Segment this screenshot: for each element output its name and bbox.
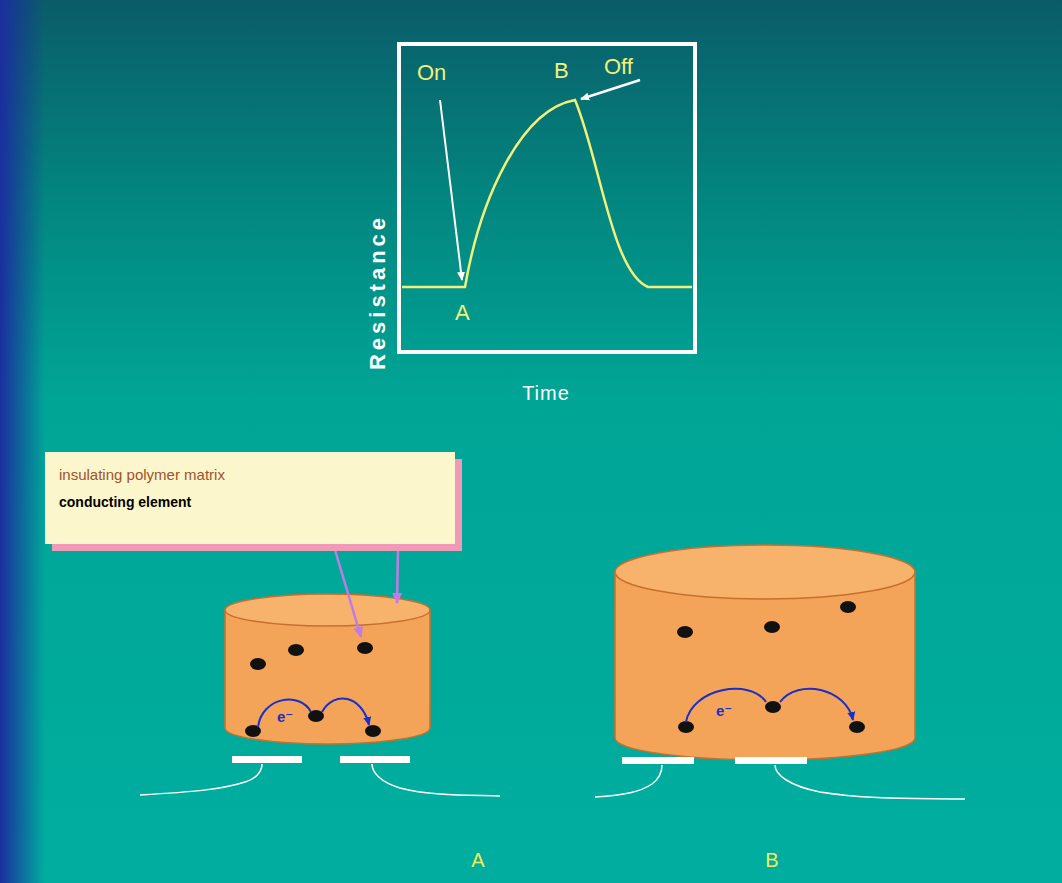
chart-label: On bbox=[417, 60, 446, 86]
chart-frame: On B OffA bbox=[397, 42, 697, 354]
legend-callout: insulating polymer matrix conducting elem… bbox=[45, 452, 455, 544]
on-pointer bbox=[440, 100, 462, 280]
polymer-cylinder-b bbox=[615, 545, 915, 760]
electrodes bbox=[232, 756, 807, 764]
state-label: A bbox=[471, 849, 484, 872]
axis-label: Time bbox=[522, 382, 570, 405]
cylinder-a: e⁻ bbox=[222, 590, 434, 748]
polymer-cylinder-a bbox=[225, 594, 430, 744]
electron-label: e⁻ bbox=[716, 702, 732, 720]
chart-label: Off bbox=[604, 54, 633, 80]
leader-arrow bbox=[397, 550, 398, 603]
axis-label: Resistance bbox=[365, 214, 391, 370]
cylinder-b: e⁻ bbox=[612, 543, 918, 765]
off-pointer bbox=[581, 80, 640, 99]
chart-label: A bbox=[455, 300, 470, 326]
wires bbox=[140, 764, 965, 799]
chart-label: B bbox=[554, 58, 569, 84]
state-label: B bbox=[765, 849, 778, 872]
resistance-curve bbox=[402, 100, 692, 287]
leader-arrow bbox=[335, 550, 361, 637]
callout-text: conducting element bbox=[59, 494, 191, 510]
electron-label: e⁻ bbox=[277, 708, 293, 726]
callout-text: insulating polymer matrix bbox=[59, 466, 225, 483]
